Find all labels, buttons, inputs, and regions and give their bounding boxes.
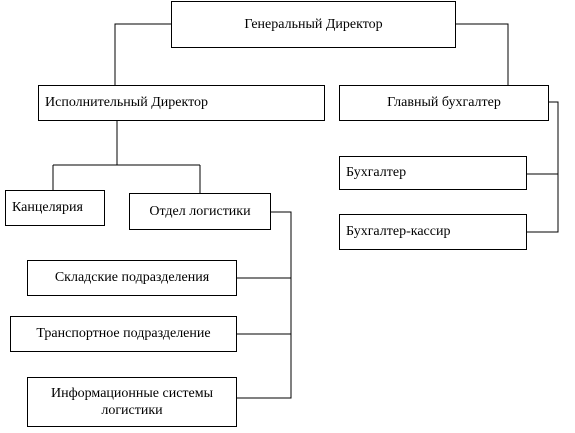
executive-director-label: Исполнительный Директор bbox=[45, 95, 209, 110]
chief-accountant-label: Главный бухгалтер bbox=[387, 95, 501, 110]
connector-logistics-bus bbox=[237, 211, 292, 399]
info-systems-label-line1: Информационные системы bbox=[50, 386, 214, 401]
executive-director-box: Исполнительный Директор bbox=[38, 85, 325, 121]
accountant-label: Бухгалтер bbox=[346, 165, 407, 180]
connector-executive-to-subunits bbox=[52, 120, 201, 193]
general-director-label: Генеральный Директор bbox=[244, 16, 383, 32]
info-systems-box: Информационные системы логистики bbox=[27, 377, 237, 427]
logistics-department-box: Отдел логистики bbox=[129, 193, 271, 230]
warehouse-divisions-label: Складские подразделения bbox=[54, 270, 210, 285]
accountant-cashier-label: Бухгалтер-кассир bbox=[346, 224, 451, 239]
accountant-cashier-box: Бухгалтер-кассир bbox=[339, 214, 527, 250]
accountant-box: Бухгалтер bbox=[339, 156, 527, 190]
info-systems-label-line2: логистики bbox=[101, 403, 163, 418]
connector-general-to-chief-accountant bbox=[456, 23, 509, 85]
office-box: Канцелярия bbox=[5, 190, 105, 226]
office-label: Канцелярия bbox=[12, 200, 83, 215]
connector-chief-accountant-to-accountants bbox=[527, 101, 559, 233]
transport-division-label: Транспортное подразделение bbox=[36, 326, 211, 341]
chief-accountant-box: Главный бухгалтер bbox=[339, 85, 549, 121]
transport-division-box: Транспортное подразделение bbox=[10, 316, 237, 352]
logistics-department-label: Отдел логистики bbox=[149, 203, 251, 219]
general-director-box: Генеральный Директор bbox=[171, 1, 456, 48]
connector-general-to-executive bbox=[114, 23, 171, 85]
warehouse-divisions-box: Складские подразделения bbox=[27, 260, 237, 296]
